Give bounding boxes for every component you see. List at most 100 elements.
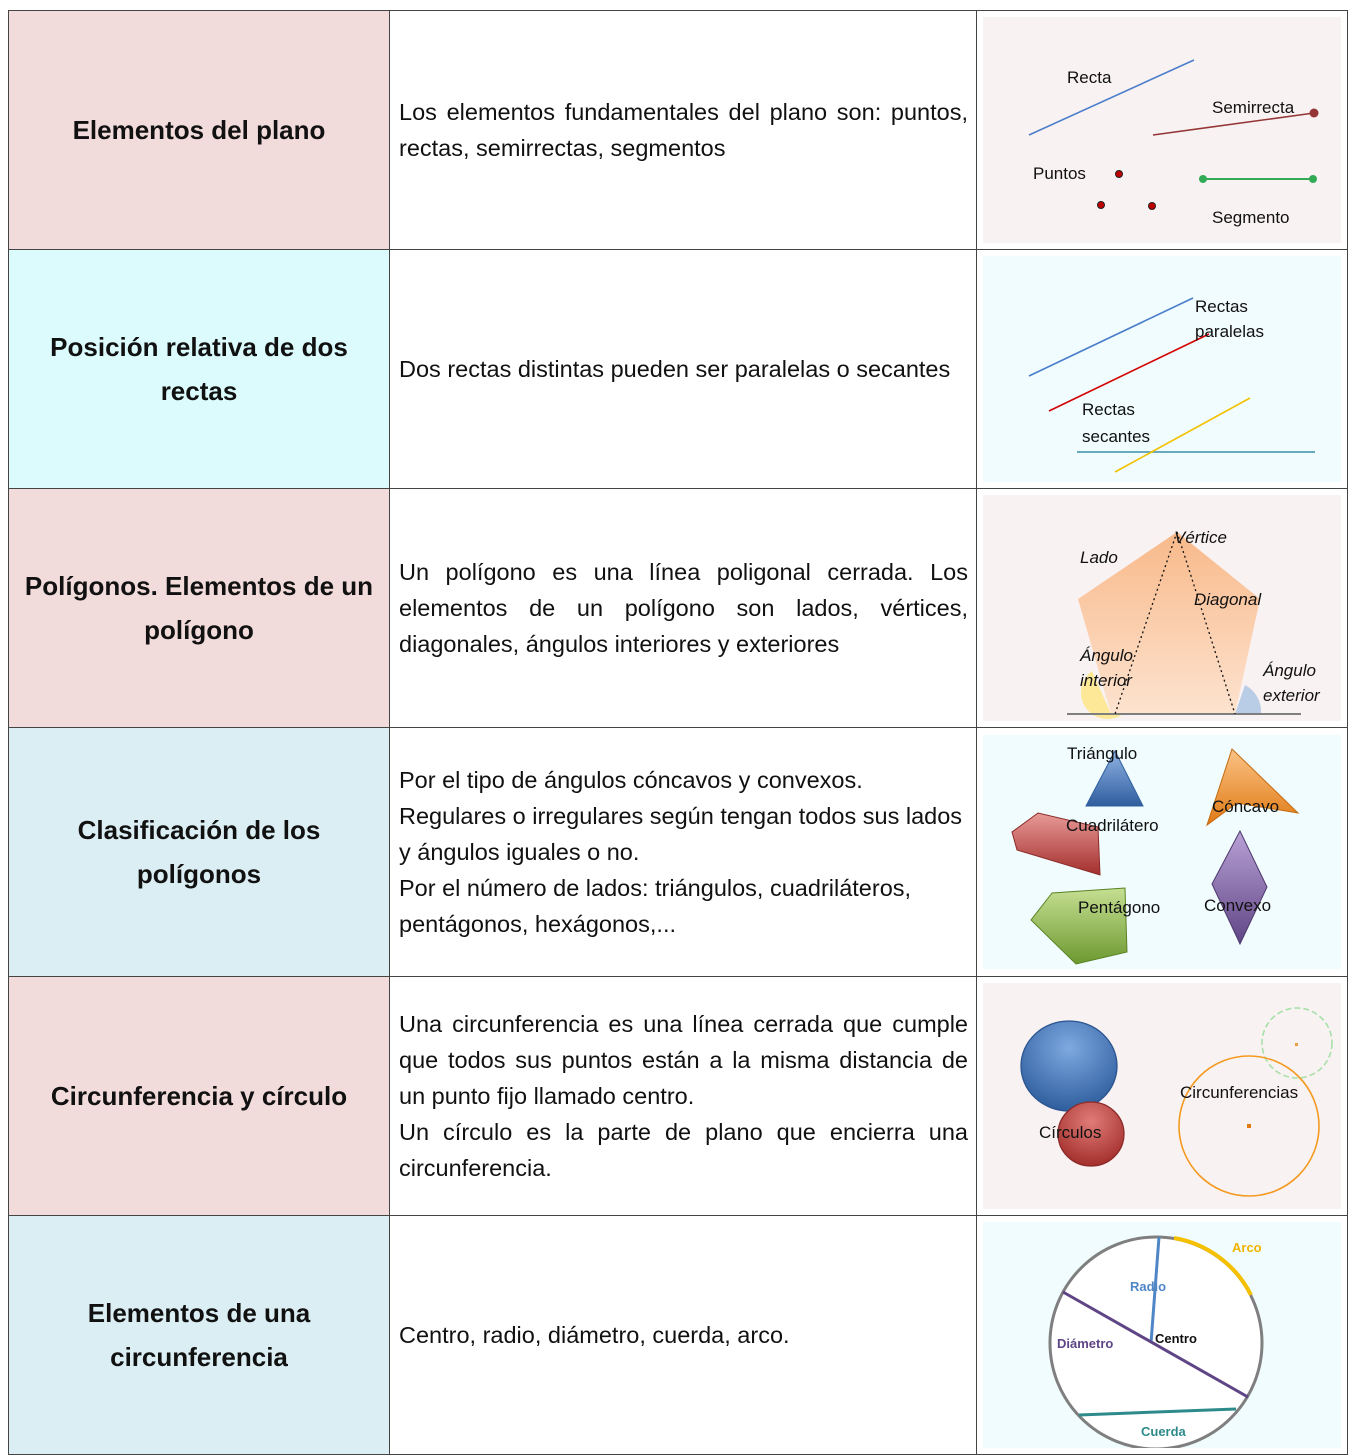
point <box>1115 170 1123 178</box>
label-angulo-interior-1: Ángulo <box>1079 646 1133 665</box>
description-line: Un círculo es la parte de plano que enci… <box>399 1119 968 1181</box>
row-description: Por el tipo de ángulos cóncavos y convex… <box>390 762 976 942</box>
label-puntos: Puntos <box>1033 164 1086 183</box>
point <box>1097 201 1105 209</box>
line-semirrecta <box>1152 112 1315 136</box>
row-title-cell: Circunferencia y círculo <box>8 976 390 1216</box>
label-lado: Lado <box>1080 548 1118 567</box>
polygon-classification-figure: Triángulo Cóncavo Cuadrilátero Convexo P… <box>983 735 1341 969</box>
red-circle <box>1057 1101 1125 1167</box>
label-vertice: Vértice <box>1174 528 1227 547</box>
relative-position-figure: Rectas paralelas Rectas secantes <box>983 256 1341 482</box>
center-dot <box>1247 1124 1251 1128</box>
row-title: Posición relativa de dos rectas <box>50 332 348 406</box>
diameter-line <box>1062 1290 1249 1399</box>
label-cuadrilatero: Cuadrilátero <box>1066 816 1159 835</box>
interior-angle-mark <box>1080 671 1123 720</box>
row-description: Un polígono es una línea poligonal cerra… <box>399 559 968 657</box>
row-title-cell: Elementos del plano <box>8 10 390 250</box>
row-description: Dos rectas distintas pueden ser paralela… <box>399 356 951 382</box>
description-line: Por el número de lados: triángulos, cuad… <box>399 875 912 937</box>
label-semirrecta: Semirrecta <box>1212 98 1295 117</box>
line-recta <box>1028 59 1195 136</box>
row-title: Elementos del plano <box>72 115 326 145</box>
concept-table: Elementos del plano Los elementos fundam… <box>8 10 1348 1455</box>
row-title: Elementos de una circunferencia <box>87 1298 311 1372</box>
table-row: Elementos del plano Los elementos fundam… <box>8 10 1348 250</box>
blue-circle <box>1020 1020 1118 1112</box>
table-row: Circunferencia y círculo Una circunferen… <box>8 976 1348 1216</box>
label-angulo-exterior-1: Ángulo <box>1262 661 1316 680</box>
description-line: Regulares o irregulares según tengan tod… <box>399 803 963 865</box>
orange-circumference <box>1178 1055 1320 1197</box>
diagonal-2 <box>1176 531 1236 715</box>
plane-elements-figure: Recta Semirrecta Puntos Segmento <box>983 17 1341 243</box>
segmento-endpoint <box>1309 175 1317 183</box>
chord-line <box>1078 1407 1237 1417</box>
row-description-cell: Un polígono es una línea poligonal cerra… <box>389 488 977 728</box>
arc-highlight <box>1173 1236 1253 1296</box>
description-line: Por el tipo de ángulos cóncavos y convex… <box>399 767 863 793</box>
row-description-cell: Una circunferencia es una línea cerrada … <box>389 976 977 1216</box>
label-paralelas-2: paralelas <box>1195 322 1264 341</box>
row-title: Polígonos. Elementos de un polígono <box>24 571 374 645</box>
circle-figure: Círculos Circunferencias <box>983 983 1341 1209</box>
label-angulo-exterior-2: exterior <box>1263 686 1321 705</box>
figure-background <box>983 256 1341 482</box>
row-description-cell: Dos rectas distintas pueden ser paralela… <box>389 249 977 489</box>
row-title-cell: Polígonos. Elementos de un polígono <box>8 488 390 728</box>
label-secantes-2: secantes <box>1082 427 1150 446</box>
row-description: Una circunferencia es una línea cerrada … <box>390 1006 976 1186</box>
quadrilateral-shape <box>1011 812 1101 876</box>
semirrecta-endpoint <box>1309 108 1319 118</box>
row-description-cell: Por el tipo de ángulos cóncavos y convex… <box>389 727 977 977</box>
label-convexo: Convexo <box>1204 896 1271 915</box>
table-row: Polígonos. Elementos de un polígono Un p… <box>8 488 1348 728</box>
label-triangulo: Triángulo <box>1067 744 1137 763</box>
radius-line <box>1149 1236 1161 1344</box>
parallel-line-2 <box>1048 333 1210 412</box>
point <box>1148 202 1156 210</box>
secant-line-2 <box>1114 397 1251 473</box>
label-pentagono: Pentágono <box>1078 898 1160 917</box>
label-arco: Arco <box>1232 1240 1262 1255</box>
label-circulos: Círculos <box>1039 1123 1101 1142</box>
pentagon <box>1078 532 1260 714</box>
description-line: Una circunferencia es una línea cerrada … <box>399 1011 968 1109</box>
label-radio: Radio <box>1130 1279 1166 1294</box>
row-title: Circunferencia y círculo <box>50 1081 348 1111</box>
row-figure-cell: Círculos Circunferencias <box>976 976 1348 1216</box>
row-description: Los elementos fundamentales del plano so… <box>399 99 968 161</box>
polygon-elements-figure: Lado Vértice Diagonal Ángulo interior Án… <box>983 495 1341 721</box>
label-concavo: Cóncavo <box>1212 797 1279 816</box>
label-centro: Centro <box>1155 1331 1197 1346</box>
row-title-cell: Clasificación de los polígonos <box>8 727 390 977</box>
pentagon-shape <box>1030 887 1128 965</box>
label-paralelas-1: Rectas <box>1195 297 1248 316</box>
row-figure-cell: Arco Radio Diámetro Centro Cuerda <box>976 1215 1348 1455</box>
center-dot <box>1295 1043 1298 1046</box>
circumference-elements-figure: Arco Radio Diámetro Centro Cuerda <box>983 1222 1341 1448</box>
row-figure-cell: Triángulo Cóncavo Cuadrilátero Convexo P… <box>976 727 1348 977</box>
diagonal-1 <box>1114 531 1178 715</box>
segmento-endpoint <box>1199 175 1207 183</box>
label-segmento: Segmento <box>1212 208 1290 227</box>
label-recta: Recta <box>1067 68 1112 87</box>
label-angulo-interior-2: interior <box>1080 671 1133 690</box>
row-figure-cell: Recta Semirrecta Puntos Segmento <box>976 10 1348 250</box>
label-circunferencias: Circunferencias <box>1180 1083 1298 1102</box>
label-diametro: Diámetro <box>1057 1336 1113 1351</box>
row-title-cell: Elementos de una circunferencia <box>8 1215 390 1455</box>
label-cuerda: Cuerda <box>1141 1424 1187 1439</box>
circumference-outline <box>1048 1235 1264 1448</box>
exterior-angle-mark <box>1235 685 1262 714</box>
triangle-shape <box>1085 749 1144 807</box>
row-title: Clasificación de los polígonos <box>77 815 321 889</box>
row-description: Centro, radio, diámetro, cuerda, arco. <box>399 1322 790 1348</box>
row-title-cell: Posición relativa de dos rectas <box>8 249 390 489</box>
row-description-cell: Centro, radio, diámetro, cuerda, arco. <box>389 1215 977 1455</box>
green-circumference <box>1261 1007 1333 1079</box>
table-row: Elementos de una circunferencia Centro, … <box>8 1215 1348 1455</box>
table-row: Clasificación de los polígonos Por el ti… <box>8 727 1348 977</box>
row-description-cell: Los elementos fundamentales del plano so… <box>389 10 977 250</box>
